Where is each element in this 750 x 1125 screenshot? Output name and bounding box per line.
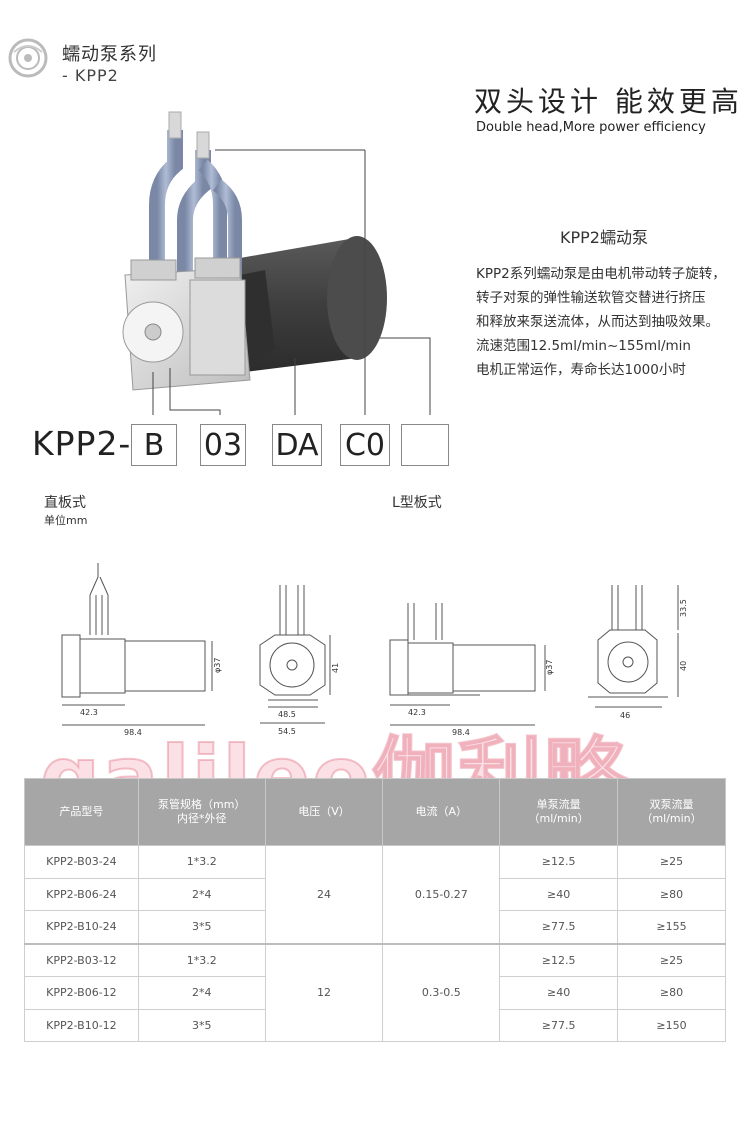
cell-double-flow: ≥25 (617, 942, 726, 977)
cell-single-flow: ≥12.5 (499, 942, 619, 977)
description-line: 和释放来泵送流体，从而达到抽吸效果。 (476, 314, 719, 330)
model-code-part: C0 (340, 424, 390, 466)
l-side-view: 42.3 98.4 φ37 (389, 603, 554, 737)
table-row: KPP2-B06-12 2*4 ≥40 ≥80 (24, 976, 726, 1010)
series-title: 蠕动泵系列 (62, 44, 157, 65)
header-model: 产品型号 (24, 778, 139, 846)
model-code-prefix: KPP2- (32, 424, 132, 463)
cell-model: KPP2-B06-12 (24, 976, 139, 1010)
header-current: 电流（A） (382, 778, 501, 846)
headline-english: Double head,More power efficiency (476, 120, 706, 135)
dim-text: 42.3 (408, 708, 426, 717)
cell-model: KPP2-B10-12 (24, 1008, 139, 1042)
cell-tube: 2*4 (137, 877, 266, 911)
cell-single-flow: ≥77.5 (499, 1008, 619, 1042)
cell-single-flow: ≥12.5 (499, 845, 619, 879)
technical-drawings: 42.3 98.4 φ37 48.5 54.5 41 42.3 98.4 φ37 (61, 563, 688, 737)
unit-label: 单位mm (44, 514, 88, 527)
header-text: 单泵流量 （ml/min） (528, 798, 589, 825)
description-title: KPP2蠕动泵 (560, 228, 648, 247)
header-text: 电流（A） (415, 805, 468, 818)
cell-model: KPP2-B06-24 (24, 877, 139, 911)
table-row: KPP2-B06-24 2*4 ≥40 ≥80 (24, 877, 726, 911)
series-subtitle: - KPP2 (62, 66, 119, 85)
description-line: 流速范围12.5ml/min~155ml/min (476, 338, 691, 354)
dim-text: 41 (331, 663, 340, 673)
cell-tube: 3*5 (137, 910, 266, 944)
cell-double-flow: ≥150 (617, 1008, 726, 1042)
model-code-part: B (131, 424, 177, 466)
table-row: KPP2-B03-12 1*3.2 12 0.3-0.5 ≥12.5 ≥25 (24, 942, 726, 1042)
description: KPP2系列蠕动泵是由电机带动转子旋转， 转子对泵的弹性输送软管交替进行挤压 和… (476, 262, 746, 382)
dim-text: 40 (679, 661, 688, 671)
header-single-flow: 单泵流量 （ml/min） (499, 778, 619, 846)
cell-single-flow: ≥40 (499, 877, 619, 911)
dim-text: 33.5 (679, 599, 688, 617)
cell-tube: 3*5 (137, 1008, 266, 1042)
dim-text: 98.4 (124, 728, 142, 737)
dim-text: 98.4 (452, 728, 470, 737)
header-text: 产品型号 (59, 805, 104, 818)
cell-single-flow: ≥77.5 (499, 910, 619, 944)
dim-text: φ37 (545, 660, 554, 675)
cell-tube: 1*3.2 (137, 845, 266, 879)
model-code-part: DA (272, 424, 322, 466)
description-line: 电机正常运作，寿命长达1000小时 (476, 362, 686, 378)
cell-tube: 1*3.2 (137, 942, 266, 977)
cell-voltage: 24 (264, 845, 384, 944)
header-double-flow: 双泵流量 （ml/min） (617, 778, 726, 846)
cell-double-flow: ≥80 (617, 976, 726, 1010)
headline-chinese: 双头设计 能效更高 (474, 85, 743, 118)
dim-text: 48.5 (278, 710, 296, 719)
table-row: KPP2-B10-24 3*5 ≥77.5 ≥155 (24, 910, 726, 944)
cell-double-flow: ≥80 (617, 877, 726, 911)
cell-voltage: 12 (264, 942, 384, 1042)
cell-model: KPP2-B03-12 (24, 942, 139, 977)
cell-double-flow: ≥25 (617, 845, 726, 879)
table-row: KPP2-B10-12 3*5 ≥77.5 ≥150 (24, 1008, 726, 1042)
table-header-row: 产品型号 泵管规格（mm） 内径*外径 电压（V） 电流（A） 单泵流量 （ml… (24, 778, 726, 846)
dim-text: φ37 (213, 658, 222, 673)
header-tube: 泵管规格（mm） 内径*外径 (137, 778, 266, 846)
model-code-part: 03 (200, 424, 246, 466)
straight-plate-label: 直板式 (44, 495, 86, 511)
dim-text: 46 (620, 711, 630, 720)
spec-table: 产品型号 泵管规格（mm） 内径*外径 电压（V） 电流（A） 单泵流量 （ml… (24, 778, 726, 1042)
pump-logo-icon (8, 38, 48, 78)
cell-tube: 2*4 (137, 976, 266, 1010)
cell-double-flow: ≥155 (617, 910, 726, 944)
header-voltage: 电压（V） (264, 778, 384, 846)
table-row: KPP2-B03-24 1*3.2 24 0.15-0.27 ≥12.5 ≥25 (24, 845, 726, 944)
l-front-view: 46 33.5 40 (588, 585, 688, 720)
product-image (122, 111, 431, 415)
cell-single-flow: ≥40 (499, 976, 619, 1010)
description-line: KPP2系列蠕动泵是由电机带动转子旋转， (476, 266, 726, 282)
cell-current: 0.15-0.27 (382, 845, 501, 944)
l-plate-label: L型板式 (392, 495, 442, 511)
header-text: 双泵流量 （ml/min） (641, 798, 702, 825)
straight-side-view: 42.3 98.4 φ37 (61, 563, 222, 737)
model-code-part (401, 424, 449, 466)
cell-model: KPP2-B03-24 (24, 845, 139, 879)
header-text: 电压（V） (298, 805, 350, 818)
header-text: 泵管规格（mm） 内径*外径 (158, 798, 246, 825)
cell-current: 0.3-0.5 (382, 942, 501, 1042)
cell-model: KPP2-B10-24 (24, 910, 139, 944)
straight-front-view: 48.5 54.5 41 (259, 585, 340, 736)
dim-text: 42.3 (80, 708, 98, 717)
dim-text: 54.5 (278, 727, 296, 736)
description-line: 转子对泵的弹性输送软管交替进行挤压 (476, 290, 706, 306)
